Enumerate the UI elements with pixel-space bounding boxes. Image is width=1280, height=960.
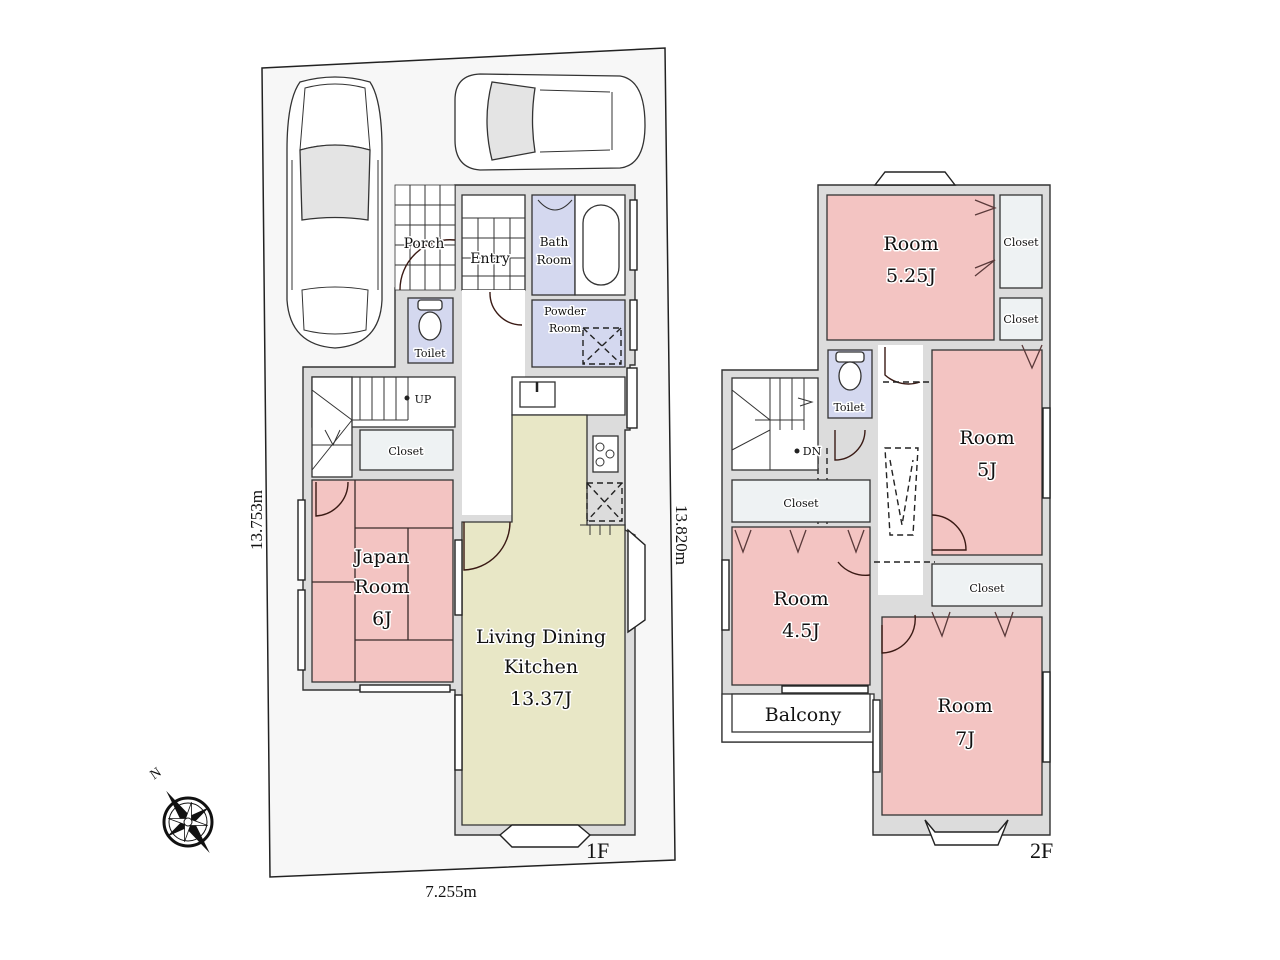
room-7j-label: Room — [937, 695, 992, 717]
closet-2f-4: Closet — [731, 479, 871, 523]
dimension-bottom: 7.255m — [425, 882, 476, 901]
room-4-5j-size: 4.5J — [782, 620, 820, 642]
closet-2f-2: Closet — [999, 297, 1043, 341]
stairs-down-label: DN — [803, 445, 822, 458]
stairs-up-label: UP — [415, 393, 432, 406]
powder-room: Powder Room — [531, 299, 626, 368]
room-5-25j-size: 5.25J — [886, 265, 936, 287]
powder-label: Powder — [544, 305, 587, 318]
room-5j-label: Room — [959, 427, 1014, 449]
closet-2f-3: Closet — [931, 563, 1043, 607]
bath-room: Bath Room — [531, 194, 626, 296]
room-4-5j-label: Room — [773, 588, 828, 610]
stairs-1f: UP — [311, 376, 456, 478]
japan-room-label: Japan — [353, 546, 410, 568]
floor-1f-label: 1F — [586, 838, 609, 863]
toilet-label: Toilet — [414, 347, 446, 360]
closet-2f-1: Closet — [999, 194, 1043, 289]
floor-2f-label: 2F — [1030, 838, 1053, 863]
toilet-2f-label: Toilet — [833, 401, 865, 414]
stairs-2f: DN — [731, 377, 823, 471]
bath-label-2: Room — [537, 253, 572, 267]
room-5j: Room 5J — [931, 344, 1051, 556]
car-icon — [286, 76, 383, 349]
closet-2f-2-label: Closet — [1003, 313, 1039, 326]
balcony-label: Balcony — [765, 704, 842, 726]
entry-label: Entry — [470, 251, 510, 267]
room-7j: Room 7J — [872, 611, 1051, 846]
room-4-5j: Room 4.5J — [721, 526, 871, 694]
room-7j-size: 7J — [955, 728, 975, 750]
japan-room: Japan Room 6J — [311, 479, 454, 683]
windows-1f — [297, 199, 646, 848]
ldk-label: Living Dining — [476, 626, 606, 648]
floor-2f: Room 5.25J Closet Closet Toilet — [721, 171, 1051, 846]
closet-2f-4-label: Closet — [783, 497, 819, 510]
room-5j-size: 5J — [977, 459, 997, 481]
ldk-room: Living Dining Kitchen 13.37J — [461, 376, 626, 826]
porch-label: Porch — [404, 236, 445, 252]
toilet-2f: Toilet — [827, 349, 873, 461]
room-5-25j-label: Room — [883, 233, 938, 255]
closet-1f: Closet — [359, 429, 454, 471]
bath-label: Bath — [540, 235, 569, 249]
dimension-left: 13.753m — [247, 490, 266, 550]
japan-room-label-2: Room — [354, 576, 409, 598]
entry-area: Entry — [461, 194, 526, 291]
floor-1f: Porch Entry Bath Room Powder Room — [297, 184, 646, 848]
compass-north-label: N — [148, 765, 165, 783]
porch-area: Porch — [394, 184, 456, 291]
ldk-size: 13.37J — [510, 688, 572, 710]
japan-room-size: 6J — [372, 608, 392, 630]
ldk-label-2: Kitchen — [504, 656, 578, 678]
balcony: Balcony — [721, 693, 875, 743]
room-5-25j: Room 5.25J — [826, 171, 997, 341]
closet-2f-3-label: Closet — [969, 582, 1005, 595]
closet-label: Closet — [388, 445, 424, 458]
toilet-1f: Toilet — [407, 297, 454, 364]
compass-rose-icon: N — [148, 765, 214, 854]
dimension-right: 13.820m — [672, 505, 691, 565]
powder-label-2: Room — [549, 322, 582, 335]
closet-2f-1-label: Closet — [1003, 236, 1039, 249]
car-icon — [454, 73, 646, 171]
